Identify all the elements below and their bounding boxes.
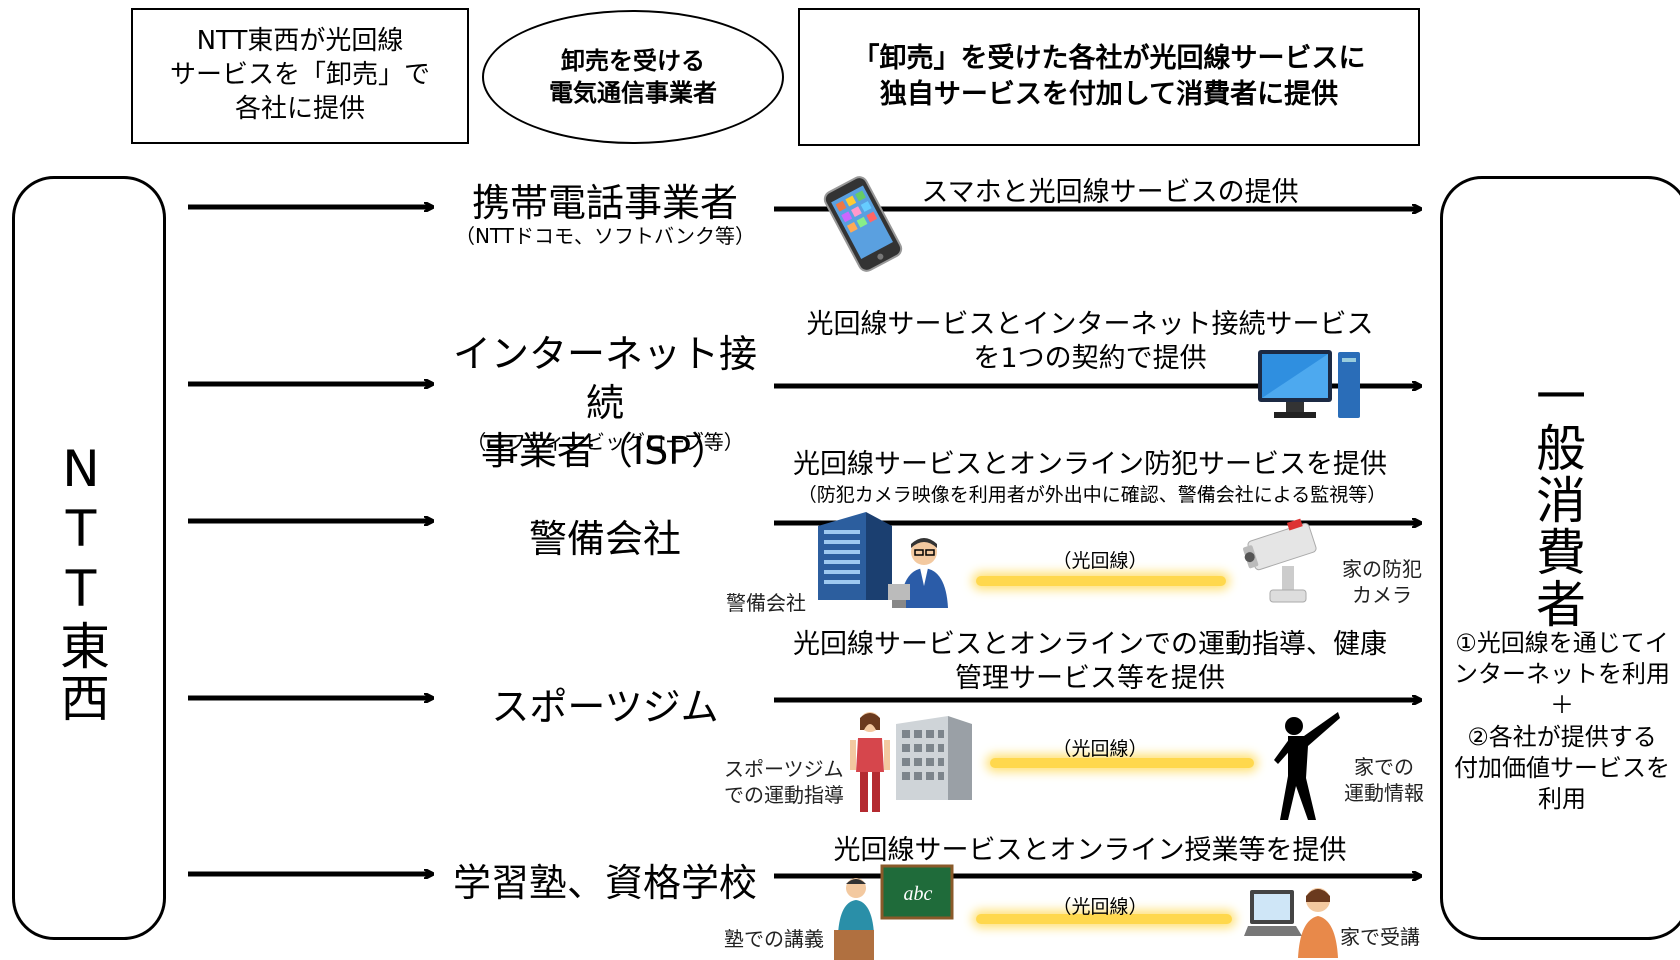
header-left-box: NTT東西が光回線 サービスを「卸売」で 各社に提供 (131, 8, 469, 144)
header-oval: 卸売を受ける 電気通信事業者 (482, 10, 784, 144)
ntt-box (12, 176, 166, 940)
security-guard-icon (888, 538, 948, 608)
row3-service: 光回線サービスとオンライン防犯サービスを提供 (793, 449, 1387, 480)
row5-service: 光回線サービスとオンライン授業等を提供 (833, 835, 1347, 866)
row5-left-label: 塾での講義 (724, 927, 824, 951)
row4-left-label: スポーツジム での運動指導 (724, 757, 844, 807)
row3-right-label: 家の防犯 カメラ (1342, 557, 1422, 607)
teacher-icon (834, 878, 874, 960)
consumer-note: ①光回線を通じてイ ンターネットを利用 ＋ ②各社が提供する 付加価値サービスを… (1454, 629, 1670, 813)
row1-company-sub: （NTTドコモ、ソフトバンク等） (454, 224, 756, 248)
row4-right-label: 家での 運動情報 (1344, 755, 1424, 805)
row5-fiber-line (976, 914, 1232, 924)
row2-service: 光回線サービスとインターネット接続サービス を1つの契約で提供 (806, 309, 1374, 374)
smartphone-icon (823, 176, 903, 272)
row3-fiber-line (976, 576, 1226, 586)
desktop-computer-icon (1258, 350, 1360, 418)
consumer-label: 一般消費者 (1528, 370, 1586, 630)
security-camera-icon (1243, 518, 1317, 603)
row3-fiber-label: （光回線） (1052, 550, 1148, 572)
office-building-icon (818, 512, 892, 600)
row4-company: スポーツジム (491, 685, 719, 729)
row3-company: 警備会社 (528, 517, 681, 561)
row4-service: 光回線サービスとオンラインでの運動指導、健康 管理サービス等を提供 (793, 629, 1387, 694)
row5-right-label: 家で受講 (1340, 925, 1420, 949)
row1-service: スマホと光回線サービスの提供 (921, 177, 1299, 208)
row3-left-label: 警備会社 (726, 591, 806, 615)
row5-fiber-label: （光回線） (1052, 896, 1148, 918)
row4-fiber-label: （光回線） (1052, 738, 1148, 760)
trainer-icon (850, 712, 890, 812)
row2-company-sub: （ニフティ、ビッグローブ等） (466, 430, 744, 454)
row1-company: 携帯電話事業者 (471, 181, 738, 225)
ntt-label: NTT東西 (52, 440, 110, 724)
row3-service-sub: （防犯カメラ映像を利用者が外出中に確認、警備会社による監視等） (797, 484, 1387, 506)
row5-company: 学習塾、資格学校 (452, 861, 757, 905)
row2-company: インターネット接続 事業者（ISP） (452, 332, 757, 474)
header-right-box: 「卸売」を受けた各社が光回線サービスに 独自サービスを付加して消費者に提供 (798, 8, 1420, 146)
row4-fiber-line (990, 758, 1254, 768)
exercise-silhouette-icon (1274, 712, 1340, 820)
student-laptop-icon (1244, 888, 1338, 958)
gym-building-icon (896, 716, 972, 800)
consumer-box (1440, 176, 1680, 940)
chalkboard-icon: abc (880, 864, 954, 920)
chalkboard-text: abc (904, 883, 933, 905)
